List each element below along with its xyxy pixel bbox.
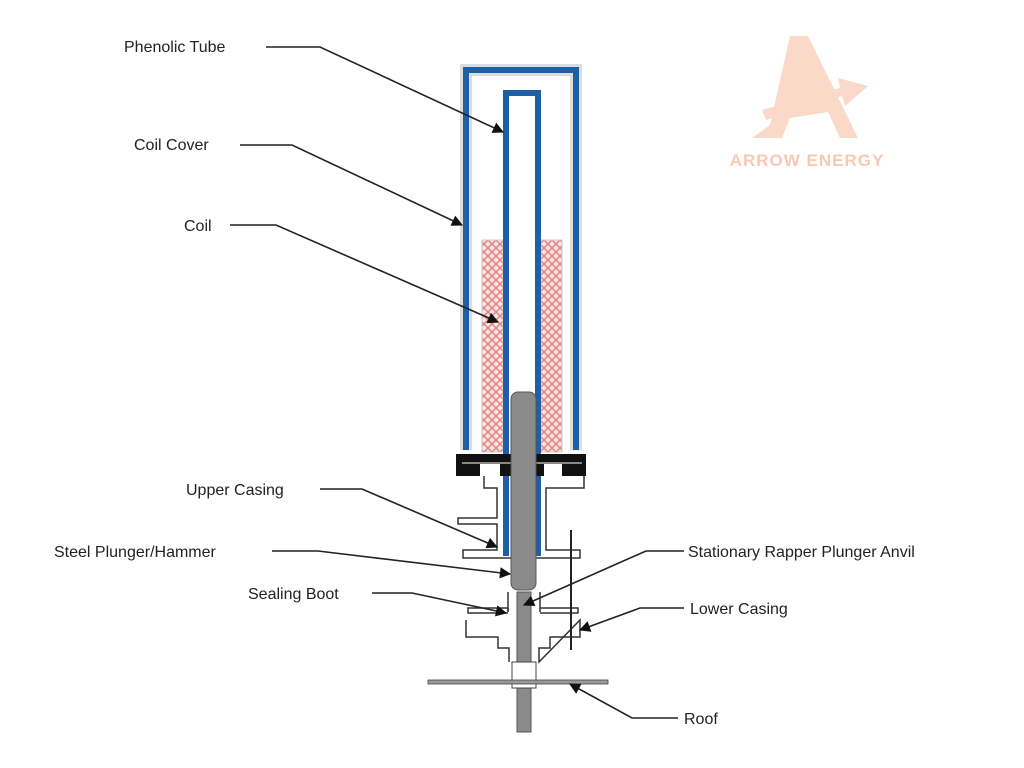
coil-cover: [460, 64, 582, 450]
upper-casing: [457, 476, 585, 559]
phenolic-tube: [503, 90, 541, 556]
logo-text: ARROW ENERGY: [730, 151, 885, 170]
label-coil-cover: Coil Cover: [134, 137, 209, 154]
roof-plate: [427, 679, 609, 685]
coil-right: [540, 239, 563, 453]
label-anvil: Stationary Rapper Plunger Anvil: [688, 544, 915, 561]
label-roof: Roof: [684, 711, 718, 728]
steel-plunger: [510, 391, 537, 591]
label-steel-plunger: Steel Plunger/Hammer: [54, 544, 217, 561]
label-coil: Coil: [184, 218, 212, 235]
label-sealing-boot: Sealing Boot: [248, 586, 339, 603]
coil-left: [481, 239, 504, 453]
lower-casing: [465, 592, 581, 664]
arrow-energy-logo: ARROW ENERGY: [730, 36, 885, 170]
label-phenolic-tube: Phenolic Tube: [124, 39, 226, 56]
label-lower-casing: Lower Casing: [690, 601, 788, 618]
label-upper-casing: Upper Casing: [186, 482, 284, 499]
